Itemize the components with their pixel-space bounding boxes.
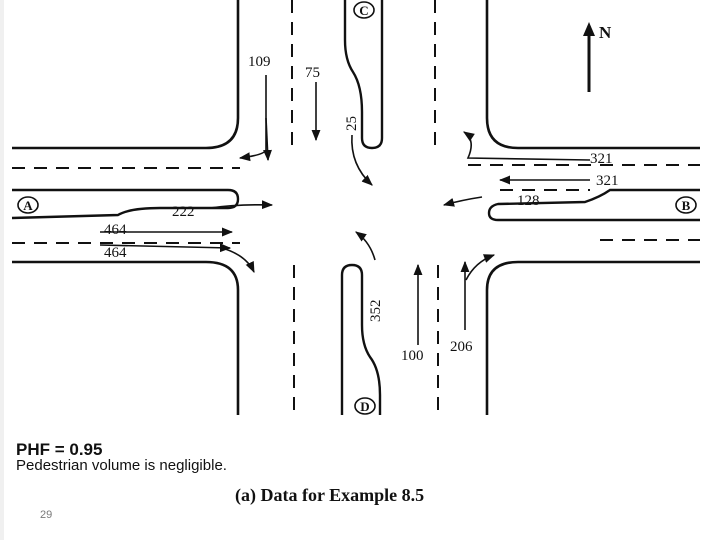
leg-label-west: A — [17, 196, 39, 214]
curb-sw — [12, 260, 240, 415]
curb-nw — [12, 0, 240, 150]
lane-lines — [12, 0, 700, 415]
north-arrow-label: N — [599, 23, 612, 42]
leg-label-east: B — [675, 196, 697, 214]
median-south — [340, 263, 382, 415]
volume-wb-left: 128 — [517, 193, 540, 209]
sb-left-arrow — [351, 134, 373, 186]
volume-nb-right: 206 — [450, 339, 473, 355]
curb-se — [485, 260, 700, 415]
eb-right-arrow-a — [99, 243, 232, 253]
volume-eb-right: 464 — [104, 245, 127, 261]
medians — [11, 0, 700, 415]
wb-through-arrow-1 — [463, 131, 591, 161]
volume-nb-through: 100 — [401, 348, 424, 364]
median-east — [487, 188, 700, 222]
wb-left-arrow — [442, 196, 483, 207]
figure-caption: (a) Data for Example 8.5 — [235, 485, 425, 505]
median-west — [11, 188, 240, 220]
slide-edge — [0, 0, 4, 540]
volume-eb-left: 222 — [172, 204, 195, 220]
curb-ne — [485, 0, 700, 150]
pedestrian-note: Pedestrian volume is negligible. — [16, 457, 227, 474]
svg-text:D: D — [360, 399, 369, 414]
svg-text:A: A — [23, 198, 33, 213]
movement-arrows — [99, 75, 591, 345]
sb-right-arrow-b — [263, 117, 272, 162]
sb-right-arrow — [238, 75, 267, 162]
volume-sb-left: 25 — [344, 116, 360, 131]
nb-right-arrow-b — [465, 254, 496, 281]
eb-right-arrow-b — [221, 247, 255, 274]
volume-sb-through: 75 — [305, 65, 320, 81]
eb-left-arrow — [209, 200, 274, 210]
north-arrow — [583, 22, 595, 92]
volume-wb-through-2: 321 — [596, 173, 619, 189]
volume-wb-through-1: 321 — [590, 151, 613, 167]
volume-sb-right: 109 — [248, 54, 271, 70]
volume-eb-through: 464 — [104, 222, 127, 238]
phf-note: PHF = 0.95 — [16, 440, 103, 459]
page-number: 29 — [40, 509, 53, 521]
svg-text:B: B — [682, 198, 691, 213]
median-north — [343, 0, 384, 150]
nb-left-arrow — [355, 231, 376, 261]
svg-text:C: C — [359, 3, 368, 18]
volume-nb-left: 352 — [368, 300, 384, 323]
leg-label-north: C — [353, 1, 375, 19]
curb-lines — [12, 0, 700, 415]
leg-label-south: D — [354, 397, 376, 415]
